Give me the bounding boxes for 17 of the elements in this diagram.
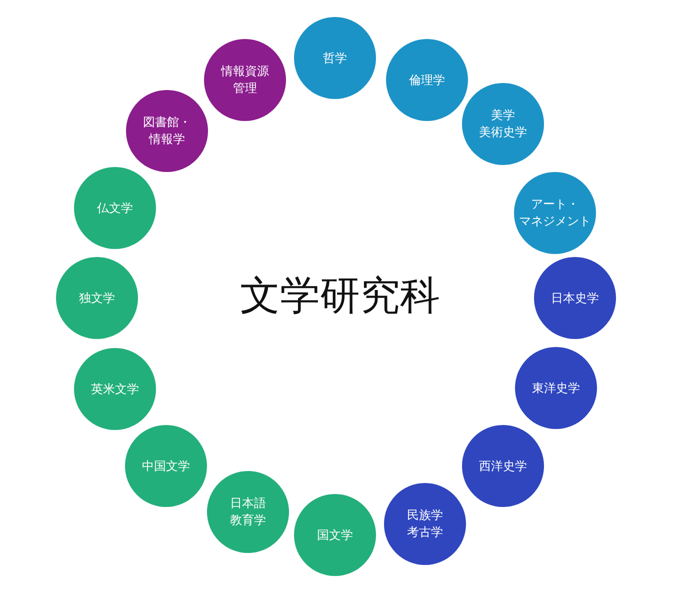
topic-circle: 日本史学 <box>534 257 616 339</box>
topic-circle: 倫理学 <box>386 39 468 121</box>
topic-circle: 東洋史学 <box>515 347 597 429</box>
topic-circle: 美学美術史学 <box>462 83 544 165</box>
topic-circle: 国文学 <box>294 494 376 576</box>
topic-circle: 英米文学 <box>74 348 156 430</box>
topic-circle: 図書館・情報学 <box>126 90 208 172</box>
topic-circle: 独文学 <box>56 257 138 339</box>
topic-circle: 民族学考古学 <box>384 483 466 565</box>
topic-circle: 西洋史学 <box>462 425 544 507</box>
topic-circle: 中国文学 <box>125 425 207 507</box>
topic-circle: 情報資源管理 <box>204 39 286 121</box>
topic-circle: 日本語教育学 <box>207 471 289 553</box>
topic-circle: アート・マネジメント <box>514 172 596 254</box>
topic-circle: 仏文学 <box>74 167 156 249</box>
title: 文学研究科 <box>239 272 441 321</box>
topic-circle: 哲学 <box>294 17 376 99</box>
